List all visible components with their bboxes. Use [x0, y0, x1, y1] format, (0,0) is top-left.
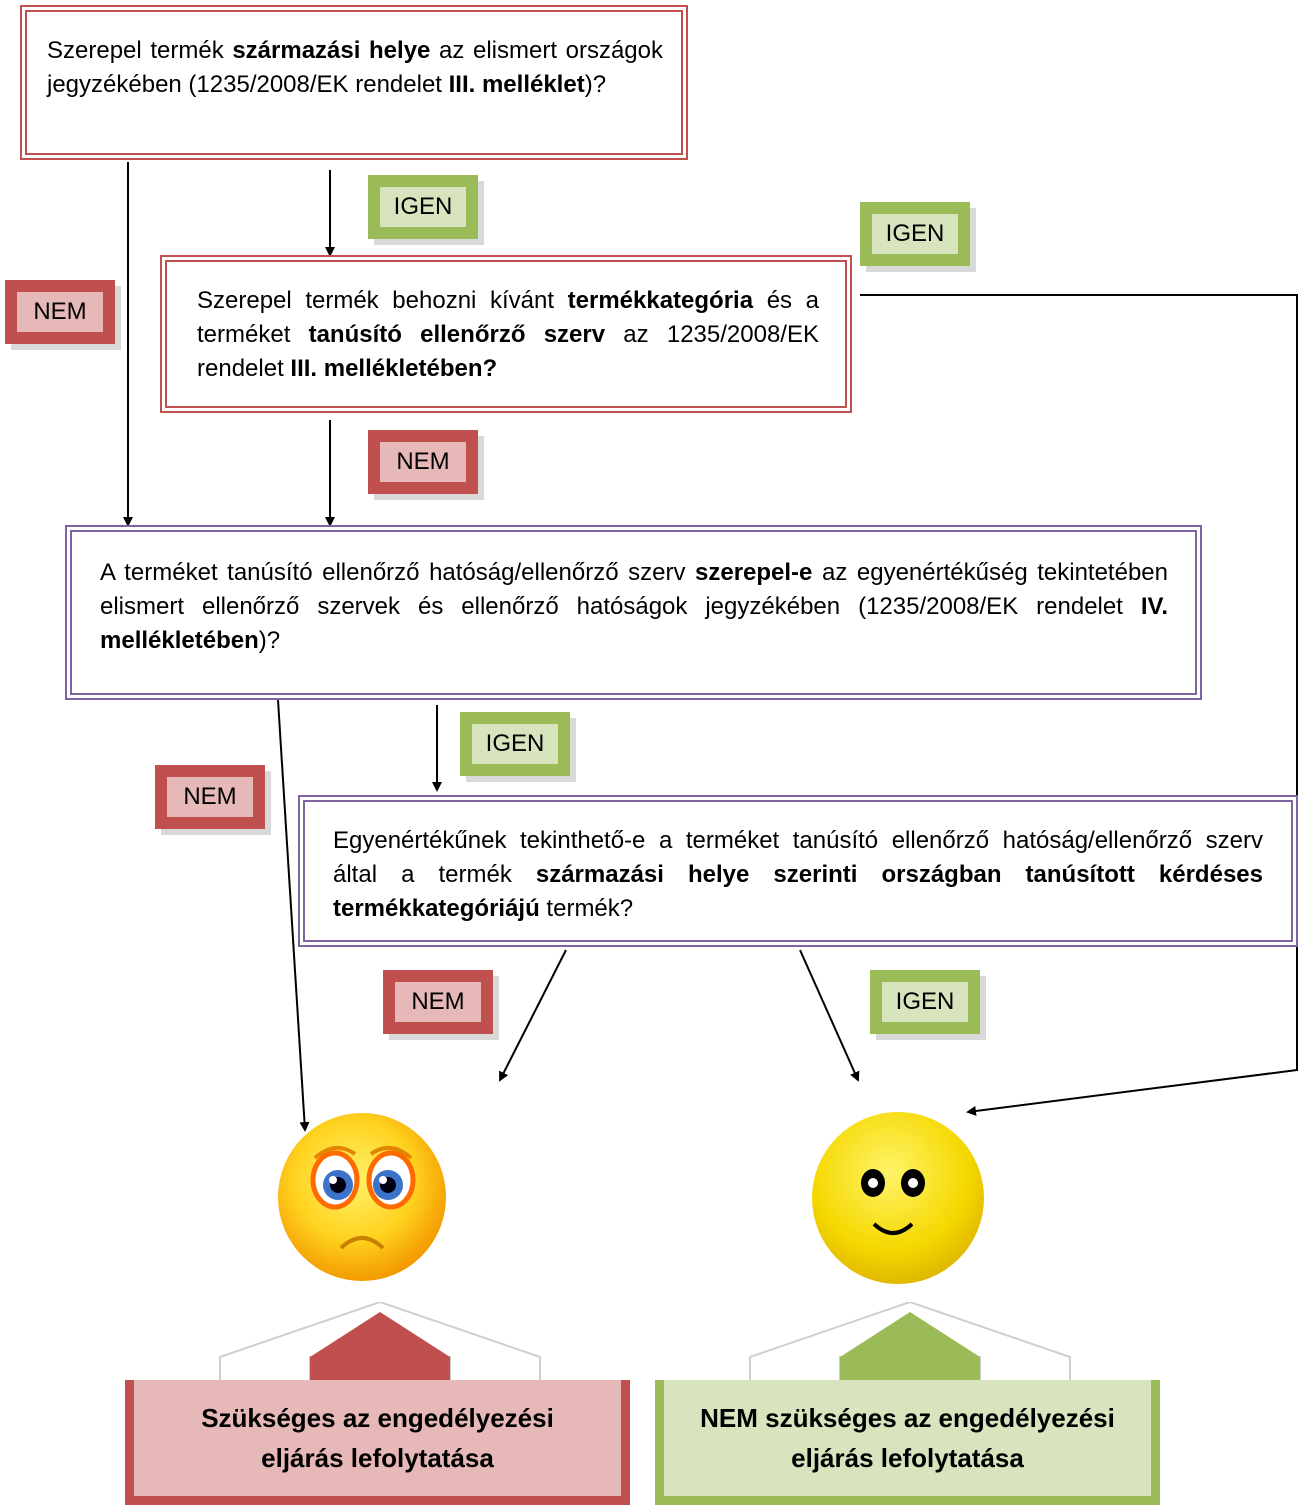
- result-negative-box: Szükséges az engedélyezési eljárás lefol…: [125, 1380, 630, 1505]
- yes-label-q4: IGEN: [870, 970, 986, 1040]
- no-label-q1: NEM: [5, 280, 121, 350]
- up-arrow-red: [219, 1302, 541, 1382]
- up-arrow-green: [749, 1302, 1071, 1382]
- question-product-category-text: Szerepel termék behozni kívánt termékkat…: [197, 287, 820, 382]
- result-positive-box: NEM szükséges az engedélyezési eljárás l…: [655, 1380, 1160, 1505]
- question-origin-country-box: Szerepel termék származási helye az elis…: [20, 5, 688, 160]
- yes-label-q3: IGEN: [460, 712, 576, 782]
- yes-label-q1: IGEN: [368, 175, 484, 245]
- arrow-q4-to-happy: [799, 949, 860, 1082]
- no-label-q3: NEM: [155, 765, 271, 835]
- arrow-q4-to-sad: [499, 949, 567, 1082]
- question-control-body-text: A terméket tanúsító ellenőrző hatóság/el…: [100, 559, 1168, 654]
- question-equivalence-box: Egyenértékűnek tekinthető-e a terméket t…: [298, 795, 1298, 947]
- no-label-q2: NEM: [368, 430, 484, 500]
- question-product-category-box: Szerepel termék behozni kívánt termékkat…: [160, 255, 852, 413]
- arrow-q3-to-sad: [277, 699, 310, 1132]
- sad-face-icon: [278, 1113, 446, 1281]
- yes-label-q2: IGEN: [860, 202, 976, 272]
- question-control-body-box: A terméket tanúsító ellenőrző hatóság/el…: [65, 525, 1202, 700]
- question-equivalence-text: Egyenértékűnek tekinthető-e a terméket t…: [333, 827, 1263, 922]
- happy-face-icon: [812, 1112, 984, 1284]
- result-negative-text: Szükséges az engedélyezési eljárás lefol…: [201, 1403, 554, 1473]
- question-origin-country-text: Szerepel termék származási helye az elis…: [47, 37, 663, 98]
- no-label-q4: NEM: [383, 970, 499, 1040]
- result-positive-text: NEM szükséges az engedélyezési eljárás l…: [700, 1403, 1115, 1473]
- arrow-q2-to-happy: [860, 294, 1298, 1116]
